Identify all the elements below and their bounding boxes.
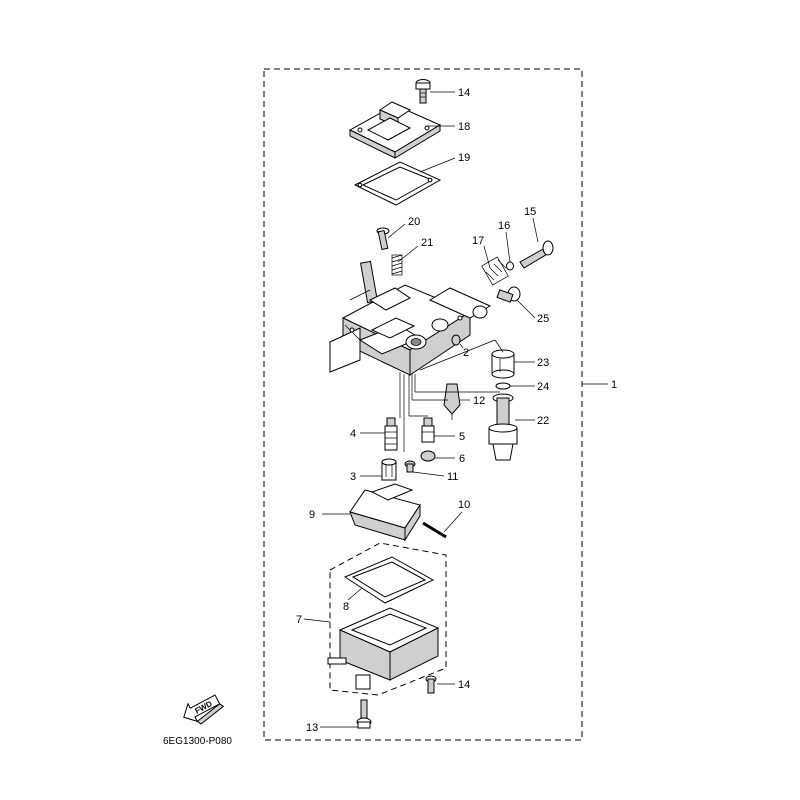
part-7-float-chamber bbox=[327, 607, 440, 690]
part-24-o-ring bbox=[495, 382, 511, 390]
part-10-pin bbox=[422, 521, 447, 539]
part-6-plug bbox=[420, 450, 436, 462]
part-18-cover bbox=[348, 101, 442, 159]
callout-15: 15 bbox=[524, 206, 536, 218]
part-9-float bbox=[349, 483, 421, 542]
callout-24: 24 bbox=[537, 381, 549, 393]
callout-10: 10 bbox=[458, 499, 470, 511]
callout-12: 12 bbox=[473, 395, 485, 407]
callout-19: 19 bbox=[458, 152, 470, 164]
callout-5: 5 bbox=[459, 431, 465, 443]
part-12-needle-valve bbox=[443, 383, 461, 420]
assembly-frame bbox=[263, 68, 583, 741]
reference-code: 6EG1300-P080 bbox=[163, 736, 232, 747]
part-2-plug bbox=[451, 334, 461, 346]
callout-25: 25 bbox=[537, 313, 549, 325]
callout-labels: 1 2 3 4 5 6 7 8 9 10 11 12 13 14 14 15 1… bbox=[296, 87, 617, 734]
part-4-main-jet bbox=[384, 417, 398, 451]
leader-lines bbox=[303, 91, 608, 728]
callout-14-top: 14 bbox=[458, 87, 470, 99]
callout-8: 8 bbox=[343, 601, 349, 613]
part-16-o-ring bbox=[506, 261, 514, 271]
callout-4: 4 bbox=[350, 428, 356, 440]
part-15-adjust-screw bbox=[519, 240, 554, 269]
part-22-fitting bbox=[488, 393, 518, 461]
callout-3: 3 bbox=[350, 471, 356, 483]
callout-6: 6 bbox=[459, 453, 465, 465]
callout-20: 20 bbox=[408, 216, 420, 228]
callout-16: 16 bbox=[498, 220, 510, 232]
callout-23: 23 bbox=[537, 357, 549, 369]
callout-1: 1 bbox=[611, 379, 617, 391]
callout-18: 18 bbox=[458, 121, 470, 133]
callout-9: 9 bbox=[309, 509, 315, 521]
part-14-top-screw bbox=[415, 79, 431, 104]
part-14-bottom-screw bbox=[425, 675, 437, 694]
carburetor-body bbox=[329, 260, 492, 376]
callout-7: 7 bbox=[296, 614, 302, 626]
callout-11: 11 bbox=[447, 471, 458, 483]
part-13-drain-screw bbox=[356, 699, 372, 729]
part-21-spring bbox=[391, 254, 403, 276]
part-5-jet bbox=[421, 417, 435, 443]
fwd-direction-badge: FWD bbox=[183, 694, 225, 725]
callout-2: 2 bbox=[463, 347, 469, 359]
part-3-holder bbox=[381, 458, 397, 481]
callout-22: 22 bbox=[537, 415, 549, 427]
part-17-spring bbox=[481, 256, 509, 286]
part-20-screw bbox=[376, 227, 390, 251]
callout-13: 13 bbox=[306, 722, 318, 734]
part-25-plug bbox=[496, 286, 521, 303]
callout-17: 17 bbox=[472, 235, 484, 247]
part-19-gasket bbox=[353, 161, 442, 206]
callout-21: 21 bbox=[421, 237, 433, 249]
part-23-cap bbox=[491, 349, 515, 379]
part-11-screw bbox=[404, 460, 416, 473]
part-8-gasket bbox=[343, 556, 435, 604]
callout-14-bottom: 14 bbox=[458, 679, 470, 691]
